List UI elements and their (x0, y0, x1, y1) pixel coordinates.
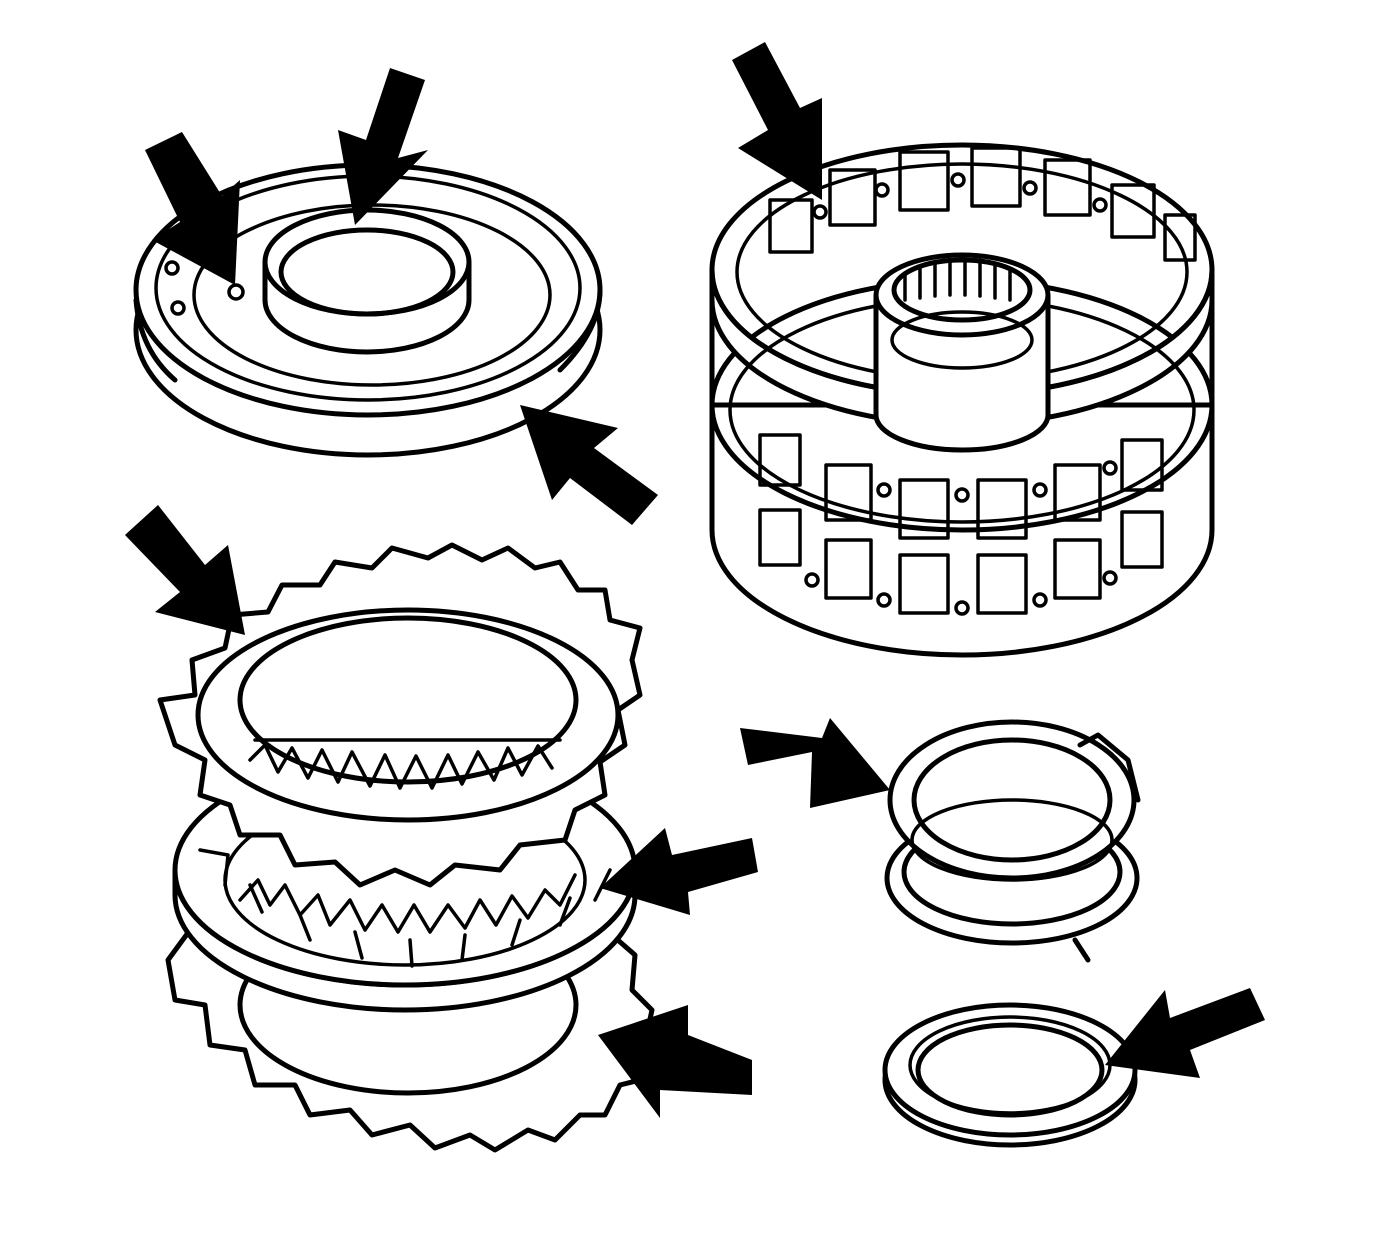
clutch-plate-stack (157, 542, 655, 1153)
callout-arrow-icon (600, 828, 758, 915)
callout-arrow-icon (598, 1005, 752, 1118)
callout-arrow-icon (1105, 988, 1265, 1078)
spring-and-retainer (882, 719, 1141, 1148)
callout-arrow-icon (732, 42, 822, 200)
callout-arrow-icon (145, 132, 240, 285)
callout-arrow-icon (520, 405, 658, 525)
piston-housing (133, 162, 603, 458)
callout-arrow-icon (125, 505, 245, 635)
callout-arrow-icon (740, 718, 890, 808)
clutch-hub-drum (709, 142, 1215, 658)
callout-arrow-icon (338, 68, 428, 225)
